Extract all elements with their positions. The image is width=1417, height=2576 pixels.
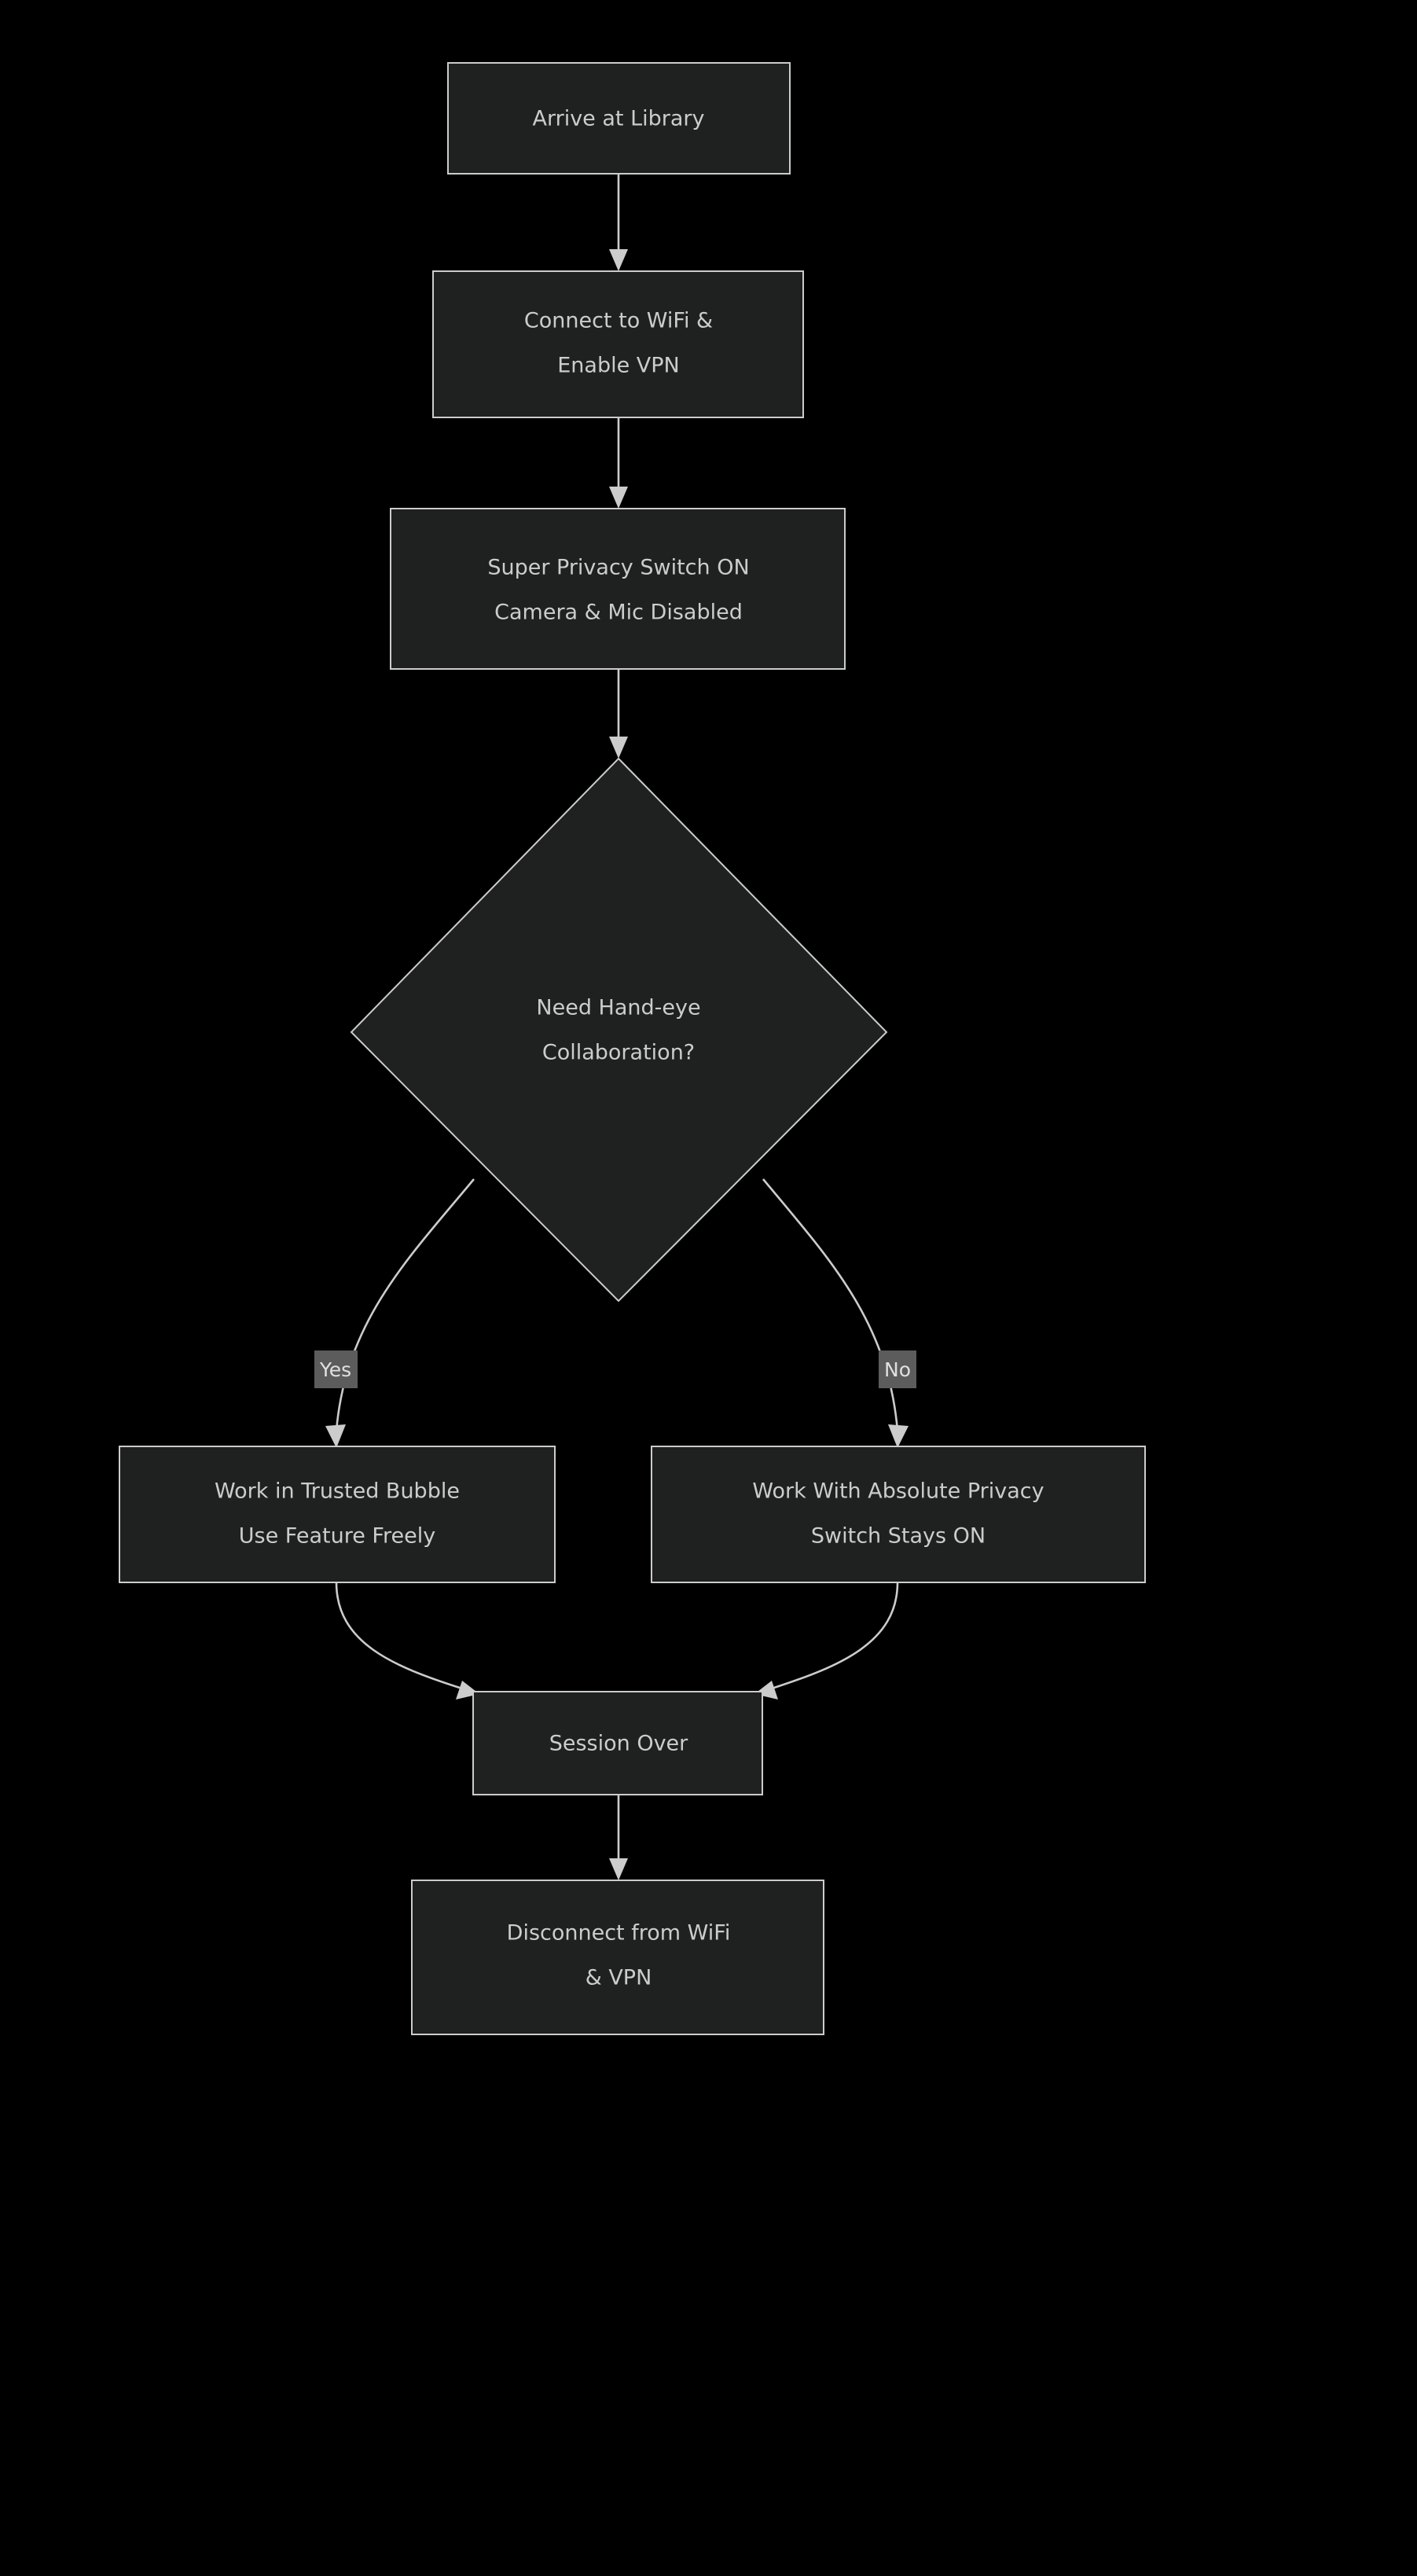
arrowhead-icon	[609, 737, 628, 759]
node-text-line-1: Super Privacy Switch ON	[487, 556, 749, 580]
edge-label-background	[314, 1350, 358, 1388]
arrowhead-icon	[609, 1858, 628, 1880]
edge-layer	[325, 174, 909, 1880]
node-box[interactable]	[390, 508, 846, 670]
node-text-line-1: Work in Trusted Bubble	[215, 1479, 460, 1504]
node-text-line-1: Arrive at Library	[533, 107, 705, 131]
edge-label-yes-text: Yes	[319, 1358, 351, 1381]
edge-line	[762, 1178, 899, 1431]
node-text-line-1: Session Over	[549, 1732, 688, 1756]
node-box[interactable]	[411, 1880, 824, 2035]
node-arrive-at-library[interactable]: Arrive at Library	[447, 62, 791, 175]
node-super-privacy-switch[interactable]: Super Privacy Switch ON Camera & Mic Dis…	[390, 508, 846, 670]
node-text-line-1: Disconnect from WiFi	[507, 1921, 731, 1946]
node-box[interactable]	[447, 62, 791, 175]
edge-label-background	[879, 1350, 916, 1388]
node-box[interactable]	[651, 1446, 1146, 1583]
edge-line	[335, 1582, 463, 1690]
node-text-line-1: Work With Absolute Privacy	[752, 1479, 1044, 1504]
node-text-line-2: Collaboration?	[542, 1041, 695, 1065]
edge-absolute-to-session	[754, 1582, 899, 1700]
edge-label-no-text: No	[884, 1358, 911, 1381]
edge-label-no: No	[879, 1350, 916, 1388]
edge-line	[771, 1582, 899, 1690]
node-box[interactable]	[119, 1446, 556, 1583]
edge-decision-to-trusted	[325, 1178, 475, 1448]
node-text-line-2: Camera & Mic Disabled	[494, 601, 743, 625]
edge-connect-to-privacy	[609, 417, 628, 509]
node-text-line-2: Switch Stays ON	[811, 1524, 986, 1549]
edge-trusted-to-session	[335, 1582, 479, 1700]
node-text-line-1: Need Hand-eye	[536, 996, 700, 1020]
node-work-trusted-bubble[interactable]: Work in Trusted Bubble Use Feature Freel…	[119, 1446, 556, 1583]
node-session-over[interactable]: Session Over	[472, 1691, 763, 1795]
node-decision-hand-eye-collaboration[interactable]: Need Hand-eye Collaboration?	[350, 757, 888, 1303]
node-text-line-1: Connect to WiFi &	[524, 309, 713, 333]
node-text-line-2: Enable VPN	[557, 354, 680, 378]
edge-decision-to-absolute	[762, 1178, 909, 1448]
edge-label-layer: Yes No	[314, 1350, 916, 1388]
node-text-line-2: & VPN	[586, 1966, 652, 1990]
edge-label-yes: Yes	[314, 1350, 358, 1388]
edge-privacy-to-decision	[609, 669, 628, 759]
arrowhead-icon	[325, 1424, 346, 1448]
edge-session-to-disconnect	[609, 1795, 628, 1880]
edge-arrive-to-connect	[609, 174, 628, 271]
node-text-line-2: Use Feature Freely	[239, 1524, 435, 1549]
node-diamond[interactable]	[350, 757, 888, 1303]
node-disconnect-wifi-vpn[interactable]: Disconnect from WiFi & VPN	[411, 1880, 824, 2035]
node-layer: Arrive at Library Connect to WiFi & Enab…	[119, 62, 1146, 2035]
node-connect-wifi-vpn[interactable]: Connect to WiFi & Enable VPN	[432, 270, 804, 418]
arrowhead-icon	[609, 487, 628, 509]
arrowhead-icon	[888, 1424, 909, 1448]
node-box[interactable]	[432, 270, 804, 418]
node-box[interactable]	[472, 1691, 763, 1795]
edge-line	[335, 1178, 475, 1431]
arrowhead-icon	[609, 249, 628, 271]
node-work-absolute-privacy[interactable]: Work With Absolute Privacy Switch Stays …	[651, 1446, 1146, 1583]
